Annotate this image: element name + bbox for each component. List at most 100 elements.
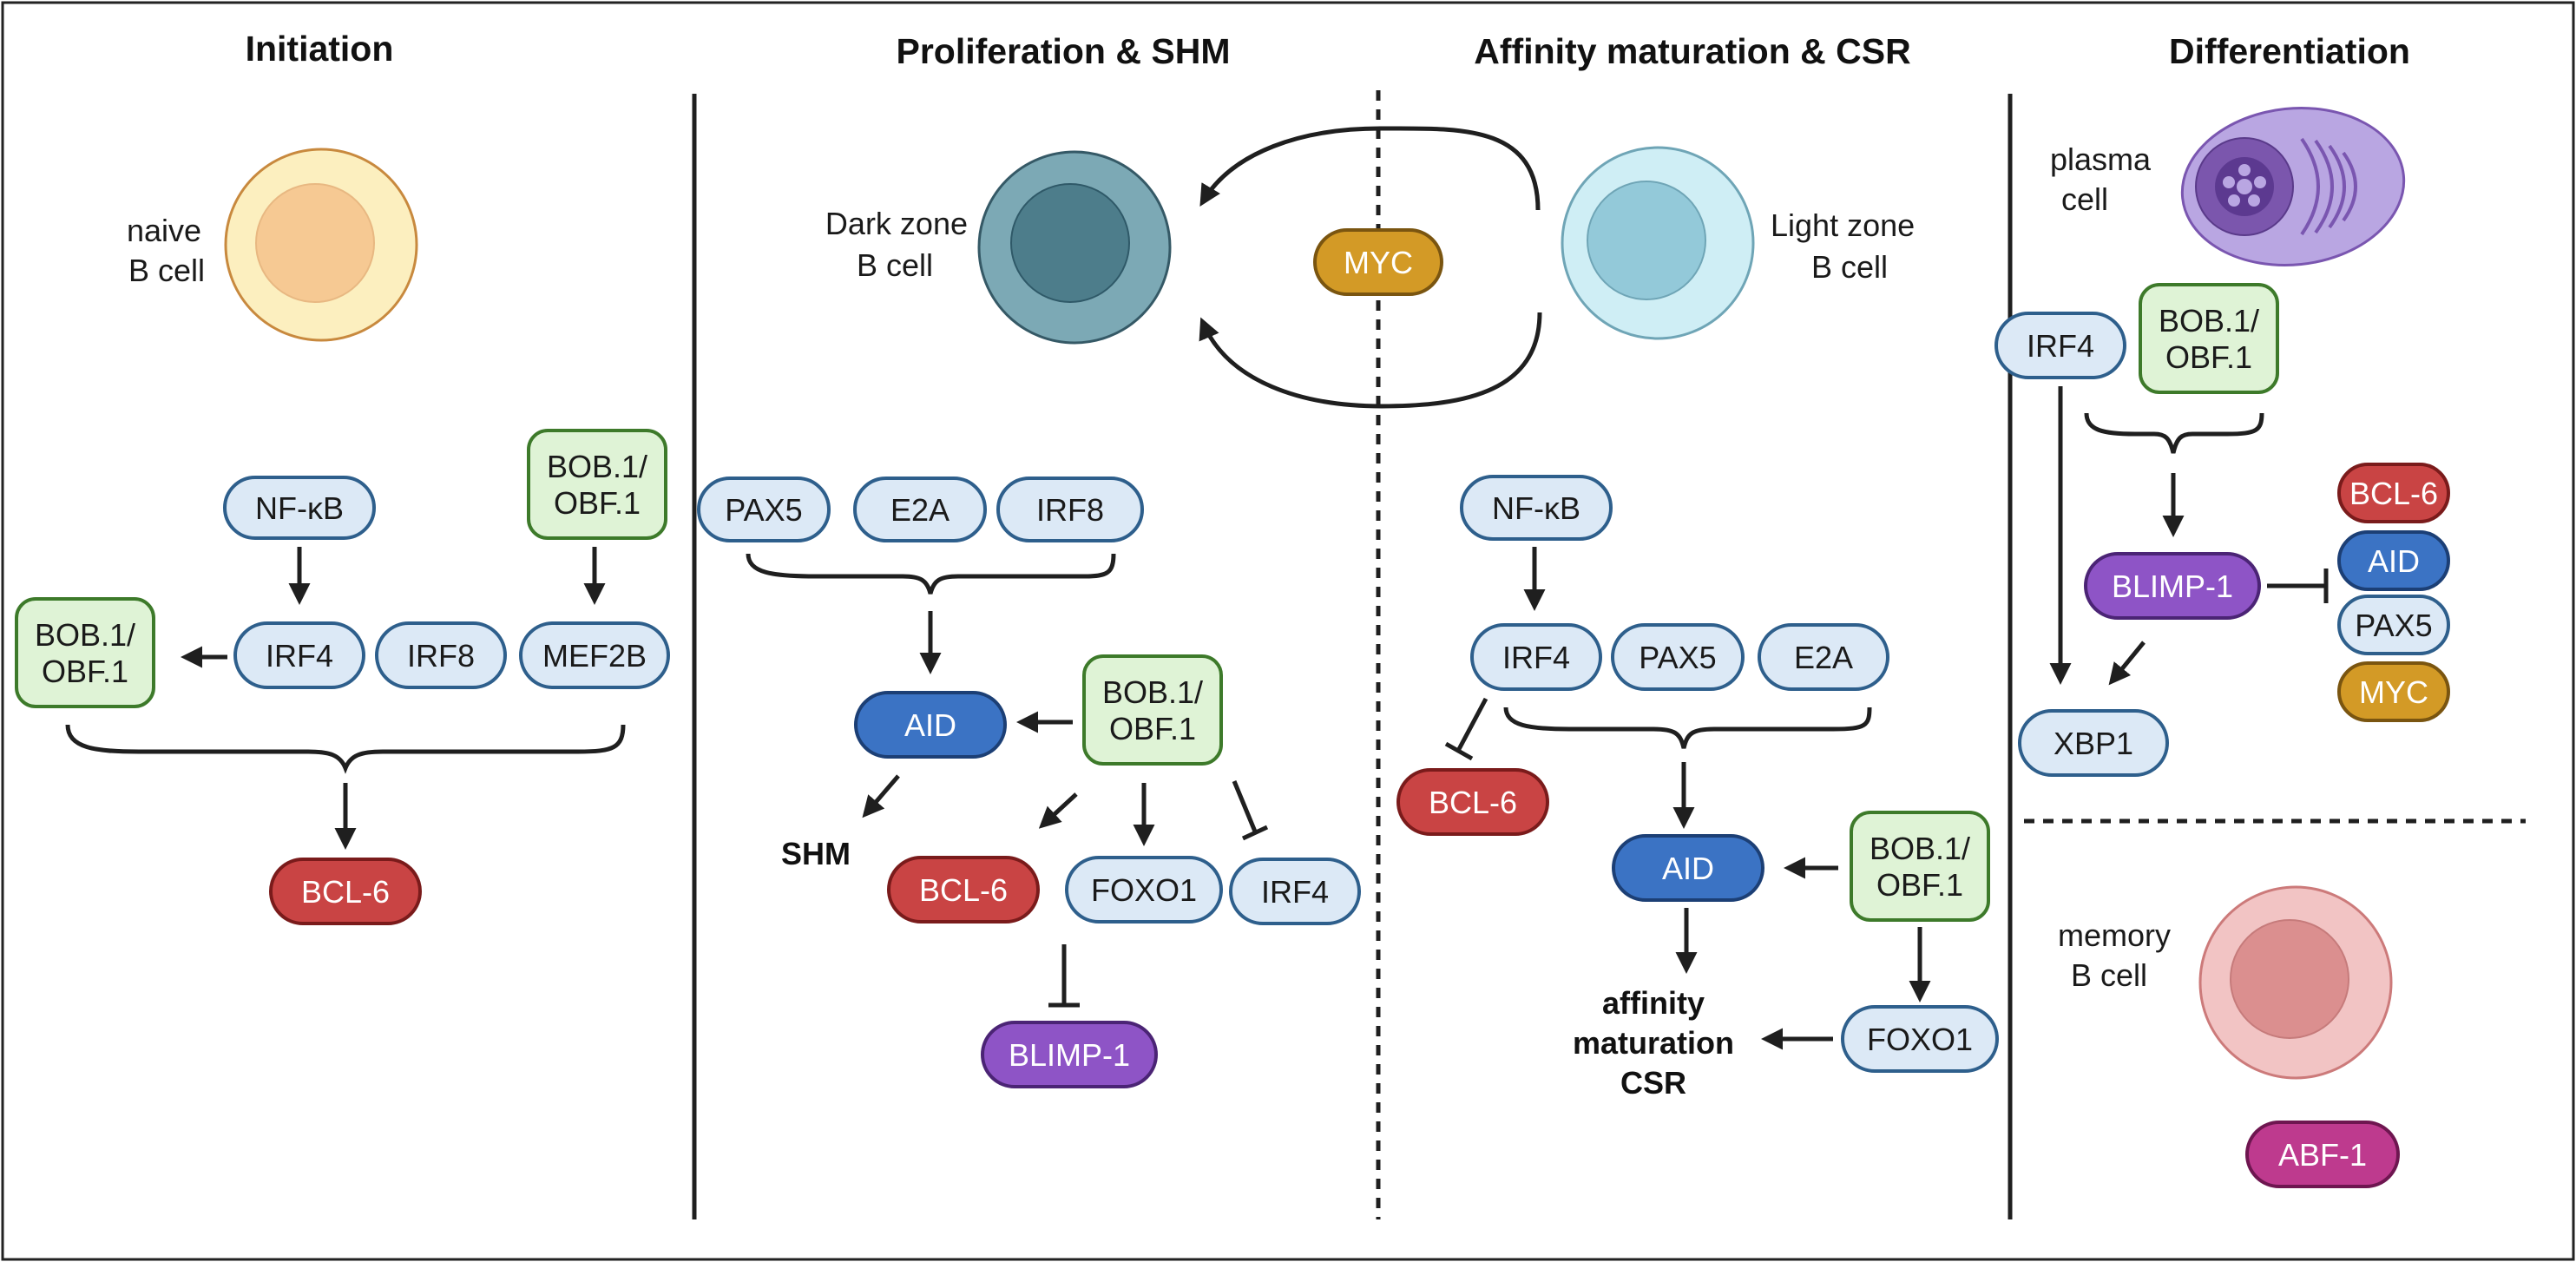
node-prol-irf4: IRF4 [1229, 858, 1361, 925]
node-label: NF-κB [1492, 490, 1580, 526]
label-affinity-2: maturation [1573, 1025, 1734, 1061]
arrow-blimp1-xbp1 [2108, 641, 2146, 686]
node-aff-bob: BOB.1/OBF.1 [1850, 811, 1990, 922]
node-prol-bob: BOB.1/OBF.1 [1082, 654, 1223, 766]
node-label: OBF.1 [42, 654, 128, 689]
node-label: BOB.1/ [1102, 674, 1203, 710]
node-myc-center: MYC [1313, 228, 1443, 296]
brace-differentiation [2084, 412, 2264, 454]
light-zone-b-cell [1561, 146, 1755, 340]
dark-zone-b-cell [977, 150, 1172, 345]
node-label: AID [1662, 851, 1714, 886]
node-prol-irf8: IRF8 [996, 477, 1144, 542]
node-diff-aid: AID [2337, 530, 2450, 591]
memory-b-cell [2198, 885, 2393, 1080]
naive-cell-label-1: naive [127, 213, 201, 248]
node-init-bob-top: BOB.1/OBF.1 [527, 429, 667, 540]
dark-cell-label-2: B cell [857, 247, 933, 283]
node-label: E2A [1794, 640, 1853, 675]
label-shm: SHM [781, 836, 851, 871]
node-label: IRF4 [2027, 328, 2094, 364]
node-init-irf8: IRF8 [375, 621, 507, 689]
node-aff-nfkb: NF-κB [1460, 475, 1613, 541]
node-prol-foxo1: FOXO1 [1065, 856, 1223, 923]
node-diff-bob: BOB.1/OBF.1 [2139, 283, 2279, 394]
node-label: PAX5 [1639, 640, 1716, 675]
node-label: BOB.1/ [2159, 303, 2259, 339]
node-label: BCL-6 [919, 872, 1008, 908]
node-label: MYC [2359, 674, 2428, 710]
node-label: MYC [1344, 245, 1413, 280]
node-aff-foxo1: FOXO1 [1841, 1005, 1999, 1073]
title-differentiation: Differentiation [2169, 31, 2410, 71]
node-label: BOB.1/ [1870, 831, 1970, 866]
plasma-cell [2180, 106, 2406, 267]
node-diff-abf1: ABF-1 [2245, 1121, 2400, 1188]
node-label: IRF4 [1502, 640, 1570, 675]
node-init-mef2b: MEF2B [519, 621, 670, 689]
node-label: IRF4 [266, 638, 333, 674]
node-label: BCL-6 [1429, 785, 1517, 820]
node-diff-pax5: PAX5 [2337, 595, 2450, 655]
node-aff-pax5: PAX5 [1611, 623, 1745, 691]
naive-b-cell [224, 148, 418, 342]
inhibit-irf4-bcl6 [1456, 697, 1488, 753]
node-label: NF-κB [255, 490, 344, 526]
node-label: PAX5 [2355, 608, 2432, 643]
label-affinity-3: CSR [1620, 1065, 1686, 1101]
memory-cell-label-2: B cell [2071, 957, 2147, 993]
node-label: E2A [890, 492, 950, 528]
cycle-arrow-bottom [1199, 312, 1542, 409]
node-label: BOB.1/ [35, 617, 135, 653]
brace-initiation [65, 724, 626, 774]
node-label: OBF.1 [1109, 711, 1196, 746]
node-prol-pax5: PAX5 [697, 477, 831, 542]
node-label: FOXO1 [1091, 872, 1197, 908]
node-label: OBF.1 [2165, 339, 2252, 375]
arrow-aid-shm [862, 774, 900, 818]
node-label: BOB.1/ [547, 449, 647, 484]
node-prol-aid: AID [854, 691, 1007, 759]
cycle-arrow-top [1199, 126, 1541, 211]
node-label: IRF8 [1036, 492, 1104, 528]
node-label: AID [904, 707, 956, 743]
node-label: BLIMP-1 [1009, 1037, 1130, 1073]
node-label: XBP1 [2054, 726, 2133, 761]
node-aff-e2a: E2A [1758, 623, 1889, 691]
title-affinity: Affinity maturation & CSR [1474, 31, 1910, 71]
light-cell-label-2: B cell [1811, 249, 1888, 285]
node-init-nfkb: NF-κB [223, 476, 376, 540]
node-label: FOXO1 [1867, 1022, 1973, 1057]
arrow-bob-bcl6 [1038, 792, 1078, 829]
node-prol-e2a: E2A [853, 477, 987, 542]
node-diff-irf4: IRF4 [1994, 312, 2126, 379]
light-cell-label-1: Light zone [1771, 207, 1915, 243]
node-diff-blimp1: BLIMP-1 [2084, 552, 2261, 620]
dark-cell-label-1: Dark zone [825, 206, 968, 241]
node-aff-aid: AID [1612, 834, 1764, 902]
node-prol-blimp1: BLIMP-1 [981, 1021, 1158, 1088]
plasma-cell-label-1: plasma [2050, 141, 2152, 177]
memory-cell-label-1: memory [2058, 917, 2171, 953]
title-proliferation: Proliferation & SHM [897, 31, 1231, 71]
brace-affinity [1503, 707, 1872, 749]
plasma-cell-label-2: cell [2061, 181, 2108, 217]
node-label: OBF.1 [1876, 867, 1963, 903]
title-initiation: Initiation [246, 29, 394, 69]
node-diff-bcl6: BCL-6 [2337, 463, 2450, 523]
node-label: MEF2B [542, 638, 647, 674]
node-label: ABF-1 [2278, 1137, 2367, 1173]
node-init-bcl6: BCL-6 [269, 858, 422, 925]
node-prol-bcl6: BCL-6 [887, 856, 1040, 923]
node-label: BCL-6 [2349, 476, 2438, 511]
node-label: BLIMP-1 [2112, 569, 2233, 604]
node-diff-myc: MYC [2337, 661, 2450, 722]
node-aff-bcl6: BCL-6 [1396, 768, 1549, 836]
node-label: AID [2368, 543, 2420, 579]
node-aff-irf4: IRF4 [1470, 623, 1602, 691]
node-diff-xbp1: XBP1 [2018, 709, 2169, 777]
node-label: IRF4 [1261, 874, 1329, 910]
